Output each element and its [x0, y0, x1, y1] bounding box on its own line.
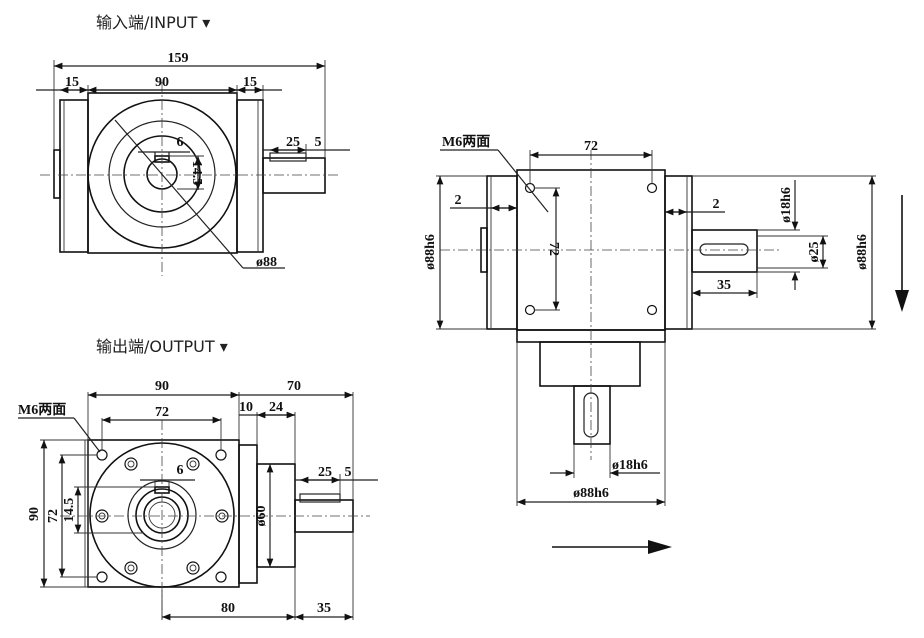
side-callout: M6两面: [442, 134, 490, 150]
dim-input-key-height: 14.5: [189, 161, 204, 186]
dim-input-body: 90: [155, 75, 169, 90]
dim-output-key-height: 14.5: [62, 498, 77, 523]
input-view: 159 15 90 15 6 14.5 25 5 ø88: [36, 51, 350, 276]
dim-output-hole-spacing-v: 72: [46, 509, 61, 523]
dim-input-keyway: 6: [177, 135, 184, 150]
output-callout: M6两面: [18, 402, 66, 418]
output-view: 90 70 72 10 24 6 25 5 90 72: [18, 379, 378, 621]
dim-output-pilot: ø60: [254, 506, 269, 527]
dim-input-side-left: 15: [65, 75, 79, 90]
dim-side-key-diameter: ø25: [807, 242, 822, 263]
dim-output-shaft-end: 5: [345, 465, 352, 480]
dim-side-hole-spacing: 72: [584, 139, 598, 154]
dim-input-overall: 159: [168, 51, 189, 66]
input-header: 输入端/INPUT ▾: [96, 13, 210, 32]
input-shaft: [262, 157, 326, 194]
dim-output-bottom-width: 80: [221, 601, 235, 616]
side-bottom-boss: [539, 341, 641, 387]
dim-input-shaft-len: 25: [286, 135, 300, 150]
dim-input-side-right: 15: [243, 75, 257, 90]
dim-side-shaft-diameter: ø18h6: [779, 187, 794, 223]
dim-side-offset-right: 2: [713, 197, 720, 212]
output-mounting-holes: [95, 449, 229, 583]
output-header: 输出端/OUTPUT ▾: [96, 337, 228, 356]
rotation-arrows: [552, 195, 909, 554]
side-right-shaft: [691, 229, 758, 273]
dim-output-boss: 24: [269, 400, 283, 415]
dim-input-shaft-end: 5: [315, 135, 322, 150]
side-view: 72 72 M6两面 2 2 ø88h6 ø18h6 ø25: [423, 134, 876, 506]
dim-side-hole-spacing-v: 72: [546, 242, 561, 256]
dim-input-diameter: ø88: [256, 255, 277, 270]
dim-side-bottom-shaft: ø18h6: [612, 458, 648, 473]
dim-side-offset-left: 2: [455, 193, 462, 208]
side-bottom-shaft: [573, 385, 611, 445]
dim-output-hole-spacing: 72: [155, 405, 169, 420]
dim-output-shaft-len: 25: [318, 465, 332, 480]
dim-output-flange: 90: [155, 379, 169, 394]
dim-output-keyway: 6: [177, 463, 184, 478]
dim-side-bottom-diameter: ø88h6: [573, 486, 609, 501]
side-left-plate: [486, 175, 518, 330]
dim-output-gap: 10: [239, 400, 253, 415]
dim-output-shaft-ext: 35: [317, 601, 331, 616]
dim-side-key-length: 35: [717, 278, 731, 293]
side-right-plate: [664, 175, 693, 330]
dim-side-left-diameter: ø88h6: [423, 234, 438, 270]
dim-side-right-diameter: ø88h6: [855, 234, 870, 270]
dim-output-height: 90: [27, 507, 42, 521]
dim-output-shaft-total: 70: [287, 379, 301, 394]
input-right-plate: [236, 99, 264, 253]
